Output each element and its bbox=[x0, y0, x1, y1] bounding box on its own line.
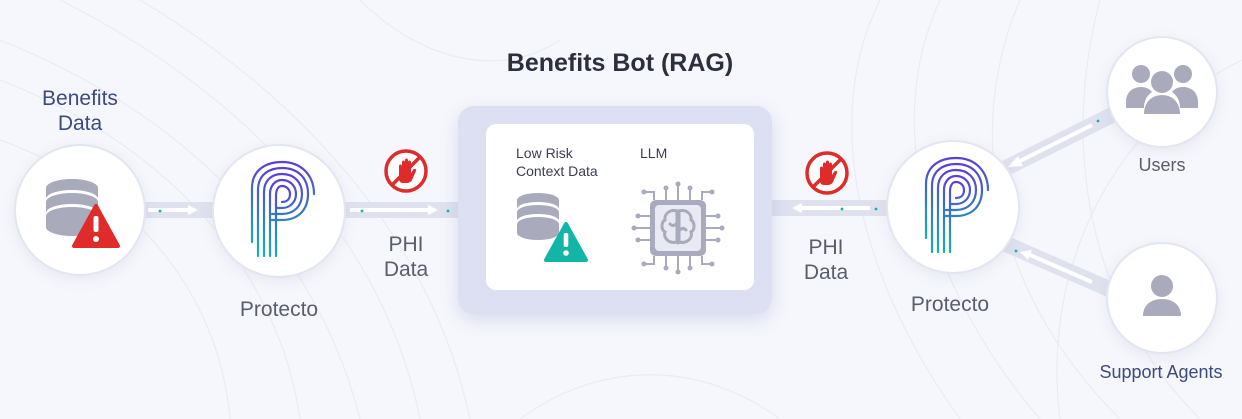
phi-data-left-label: PHI Data bbox=[370, 232, 442, 282]
block-hand-icon bbox=[384, 149, 428, 193]
phi-data-right-label: PHI Data bbox=[790, 235, 862, 285]
context-data-line2: Context Data bbox=[516, 163, 598, 180]
database-warning-icon bbox=[46, 179, 120, 248]
benefits-data-label-line1: Benefits bbox=[42, 87, 118, 110]
connector-agents-to-protecto bbox=[1002, 236, 1120, 300]
benefits-data-label-line2: Data bbox=[57, 112, 103, 136]
phi-right-line1: PHI bbox=[808, 236, 844, 259]
diagram-title: Benefits Bot (RAG) bbox=[506, 49, 734, 77]
phi-left-line2: Data bbox=[383, 258, 429, 282]
benefits-data-node bbox=[14, 144, 146, 276]
protecto-right-label: Protecto bbox=[910, 293, 990, 316]
protecto-logo-icon-right bbox=[924, 156, 990, 254]
connector-source-to-protecto bbox=[140, 202, 218, 218]
connector-users-to-protecto bbox=[1002, 104, 1122, 176]
phi-right-line2: Data bbox=[803, 261, 849, 285]
support-agents-label: Support Agents bbox=[1099, 362, 1223, 382]
person-icon bbox=[1143, 275, 1181, 316]
benefits-data-label: Benefits Data bbox=[20, 86, 140, 136]
protecto-left-node bbox=[212, 144, 346, 278]
connector-protecto-to-bot bbox=[340, 202, 466, 218]
support-agents-node bbox=[1106, 242, 1218, 354]
connector-protecto-to-bot-right bbox=[768, 200, 892, 216]
context-data-label: Low Risk Context Data bbox=[516, 144, 598, 180]
users-group-icon bbox=[1126, 65, 1198, 114]
users-node bbox=[1106, 36, 1218, 148]
protecto-right-node bbox=[886, 140, 1020, 274]
database-alert-icon bbox=[517, 193, 588, 262]
protecto-left-label: Protecto bbox=[239, 298, 319, 321]
llm-label: LLM bbox=[640, 145, 668, 161]
context-data-line1: Low Risk bbox=[516, 145, 573, 161]
phi-left-line1: PHI bbox=[388, 233, 424, 256]
block-hand-icon-right bbox=[805, 151, 849, 195]
llm-brain-chip-icon bbox=[631, 181, 725, 275]
users-label: Users bbox=[1138, 155, 1186, 175]
protecto-logo-icon bbox=[250, 160, 316, 258]
